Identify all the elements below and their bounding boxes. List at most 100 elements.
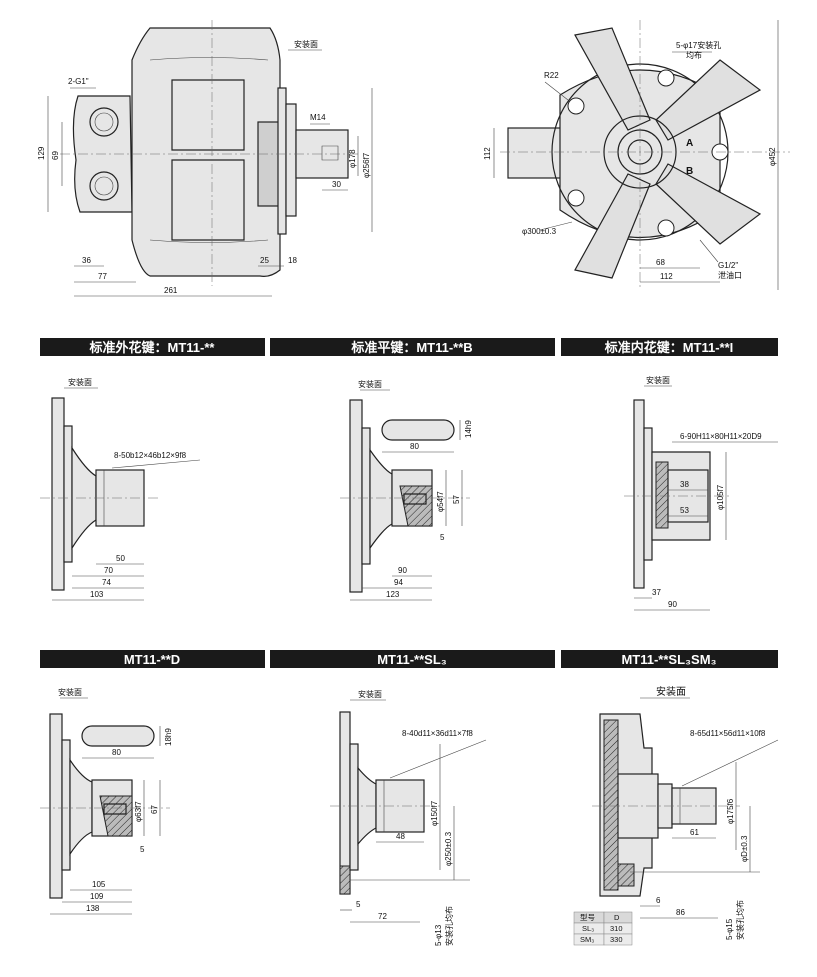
v6-holes: 5-φ15 <box>725 918 734 940</box>
v5-dim-48: 48 <box>396 832 405 841</box>
v3-dim-53: 53 <box>680 506 689 515</box>
shaft-view-internal-spline: 安装面 6-90H11×80H11×20D9 38 53 φ105f7 37 9… <box>624 375 778 611</box>
v6-dim-61: 61 <box>690 828 699 837</box>
svg-text:标准外花键：MT11-**: 标准外花键：MT11-** <box>89 340 216 355</box>
svg-text:标准平键：MT11-**B: 标准平键：MT11-**B <box>350 340 472 355</box>
motor-end-view <box>493 20 790 290</box>
v1-mount: 安装面 <box>68 377 92 387</box>
v2-key-length: 80 <box>410 442 419 451</box>
table-row2-d: 330 <box>610 935 623 944</box>
v5-holes-2: 安装孔均布 <box>444 906 454 946</box>
dim-129: 129 <box>37 146 46 160</box>
v1-spline: 8-50b12×46b12×9f8 <box>114 451 187 460</box>
v2-key-width: 14h9 <box>464 420 473 438</box>
v2-dim-57: 57 <box>452 495 461 504</box>
v5-dim-phi150: φ150f7 <box>430 800 439 826</box>
v2-mount: 安装面 <box>358 379 382 389</box>
v1-dim-103: 103 <box>90 590 104 599</box>
v3-dim-90: 90 <box>668 600 677 609</box>
v4-mount: 安装面 <box>58 687 82 697</box>
v5-dim-phi250: φ250±0.3 <box>444 831 453 866</box>
v4-dim-5: 5 <box>140 845 145 854</box>
dim-phi300: φ300±0.3 <box>522 227 557 236</box>
dim-phi256: φ256f7 <box>362 152 371 178</box>
table-header-d: D <box>614 913 620 922</box>
v3-dim-phi105: φ105f7 <box>716 484 725 510</box>
motor-side-view <box>47 20 373 297</box>
port-a-label: A <box>686 138 693 149</box>
dim-68: 68 <box>656 258 665 267</box>
drain-label: G1/2" <box>718 261 738 270</box>
v2-dim-5: 5 <box>440 533 445 542</box>
section-bar-4: MT11-**D <box>40 650 265 668</box>
v5-mount: 安装面 <box>358 689 382 699</box>
svg-text:MT11-**SL₃SM₃: MT11-**SL₃SM₃ <box>621 652 716 667</box>
dim-36: 36 <box>82 256 91 265</box>
shaft-view-d: 安装面 18h9 80 φ63f7 67 5 105 109 138 <box>40 687 173 915</box>
section-bar-5: MT11-**SL₃ <box>270 650 555 668</box>
dim-25: 25 <box>260 256 269 265</box>
v4-key-width: 18h9 <box>164 728 173 746</box>
svg-text:MT11-**D: MT11-**D <box>124 652 180 667</box>
shaft-view-sl3-sm3: 安装面 8-65d11×56d11×10f8 61 φ175f6 φD±0.3 … <box>592 685 779 940</box>
v3-mount: 安装面 <box>646 375 670 385</box>
v4-key-length: 80 <box>112 748 121 757</box>
dim-112-v: 112 <box>483 147 492 160</box>
dim-77: 77 <box>98 272 107 281</box>
shaft-view-external-spline: 安装面 8-50b12×46b12×9f8 50 70 74 103 <box>40 377 201 601</box>
table-row1-d: 310 <box>610 924 623 933</box>
v2-dim-phi54: φ54f7 <box>436 491 445 512</box>
v6-mount: 安装面 <box>656 685 686 698</box>
v6-dim-phi175: φ175f6 <box>726 798 735 824</box>
v2-dim-90: 90 <box>398 566 407 575</box>
dim-261: 261 <box>164 286 178 295</box>
mount-face-label: 安装面 <box>294 39 318 49</box>
v3-dim-38: 38 <box>680 480 689 489</box>
radius-label: R22 <box>544 71 559 80</box>
svg-text:MT11-**SL₃: MT11-**SL₃ <box>377 652 447 667</box>
v1-dim-50: 50 <box>116 554 125 563</box>
v6-holes-2: 安装孔均布 <box>735 900 745 940</box>
v2-dim-94: 94 <box>394 578 403 587</box>
v2-dim-123: 123 <box>386 590 400 599</box>
v6-dim-86: 86 <box>676 908 685 917</box>
v4-dim-phi63: φ63f7 <box>134 801 143 822</box>
section-bar-2: 标准平键：MT11-**B <box>270 338 555 356</box>
port-label: 2-G1" <box>68 77 89 86</box>
v4-dim-105: 105 <box>92 880 106 889</box>
shaft-view-flat-key: 安装面 14h9 80 φ54f7 57 5 90 94 123 <box>340 379 473 601</box>
section-bar-6: MT11-**SL₃SM₃ <box>561 650 778 668</box>
v5-spline: 8-40d11×36d11×7f8 <box>402 729 473 738</box>
section-bar-3: 标准内花键：MT11-**I <box>561 338 778 356</box>
dim-30: 30 <box>332 180 341 189</box>
table-row1-model: SL₃ <box>582 924 594 933</box>
v6-dim-phiD: φD±0.3 <box>740 835 749 862</box>
v4-dim-109: 109 <box>90 892 104 901</box>
v1-dim-74: 74 <box>102 578 111 587</box>
port-b-label: B <box>686 166 693 177</box>
dim-18: 18 <box>288 256 297 265</box>
v6-dim-6: 6 <box>656 896 661 905</box>
end-view-labels: 5-φ17安装孔 均布 R22 A B G1/2" 泄油口 112 φ300±0… <box>483 40 777 281</box>
dim-phi452: φ452 <box>768 147 777 166</box>
dim-69: 69 <box>51 151 60 160</box>
holes-label: 5-φ17安装孔 <box>676 40 721 50</box>
dim-112-h: 112 <box>660 272 673 281</box>
v6-spline: 8-65d11×56d11×10f8 <box>690 729 766 738</box>
table-header-model: 型号 <box>580 913 595 922</box>
v1-dim-70: 70 <box>104 566 113 575</box>
svg-text:标准内花键：MT11-**I: 标准内花键：MT11-**I <box>604 340 734 355</box>
v3-dim-37: 37 <box>652 588 661 597</box>
v5-holes: 5-φ13 <box>434 924 443 946</box>
v3-spline: 6-90H11×80H11×20D9 <box>680 432 762 441</box>
v4-dim-67: 67 <box>150 805 159 814</box>
drain-label-2: 泄油口 <box>718 270 742 280</box>
v5-dim-72: 72 <box>378 912 387 921</box>
holes-label-2: 均布 <box>686 50 702 60</box>
section-bar-1: 标准外花键：MT11-** <box>40 338 265 356</box>
dim-phi178: φ178 <box>348 149 357 168</box>
motor-side-labels: 安装面 2-G1" M14 129 69 36 77 261 25 18 30 … <box>37 39 371 295</box>
shaft-view-sl3: 安装面 8-40d11×36d11×7f8 48 φ150f7 φ250±0.3… <box>330 689 487 946</box>
thread-label: M14 <box>310 113 326 122</box>
